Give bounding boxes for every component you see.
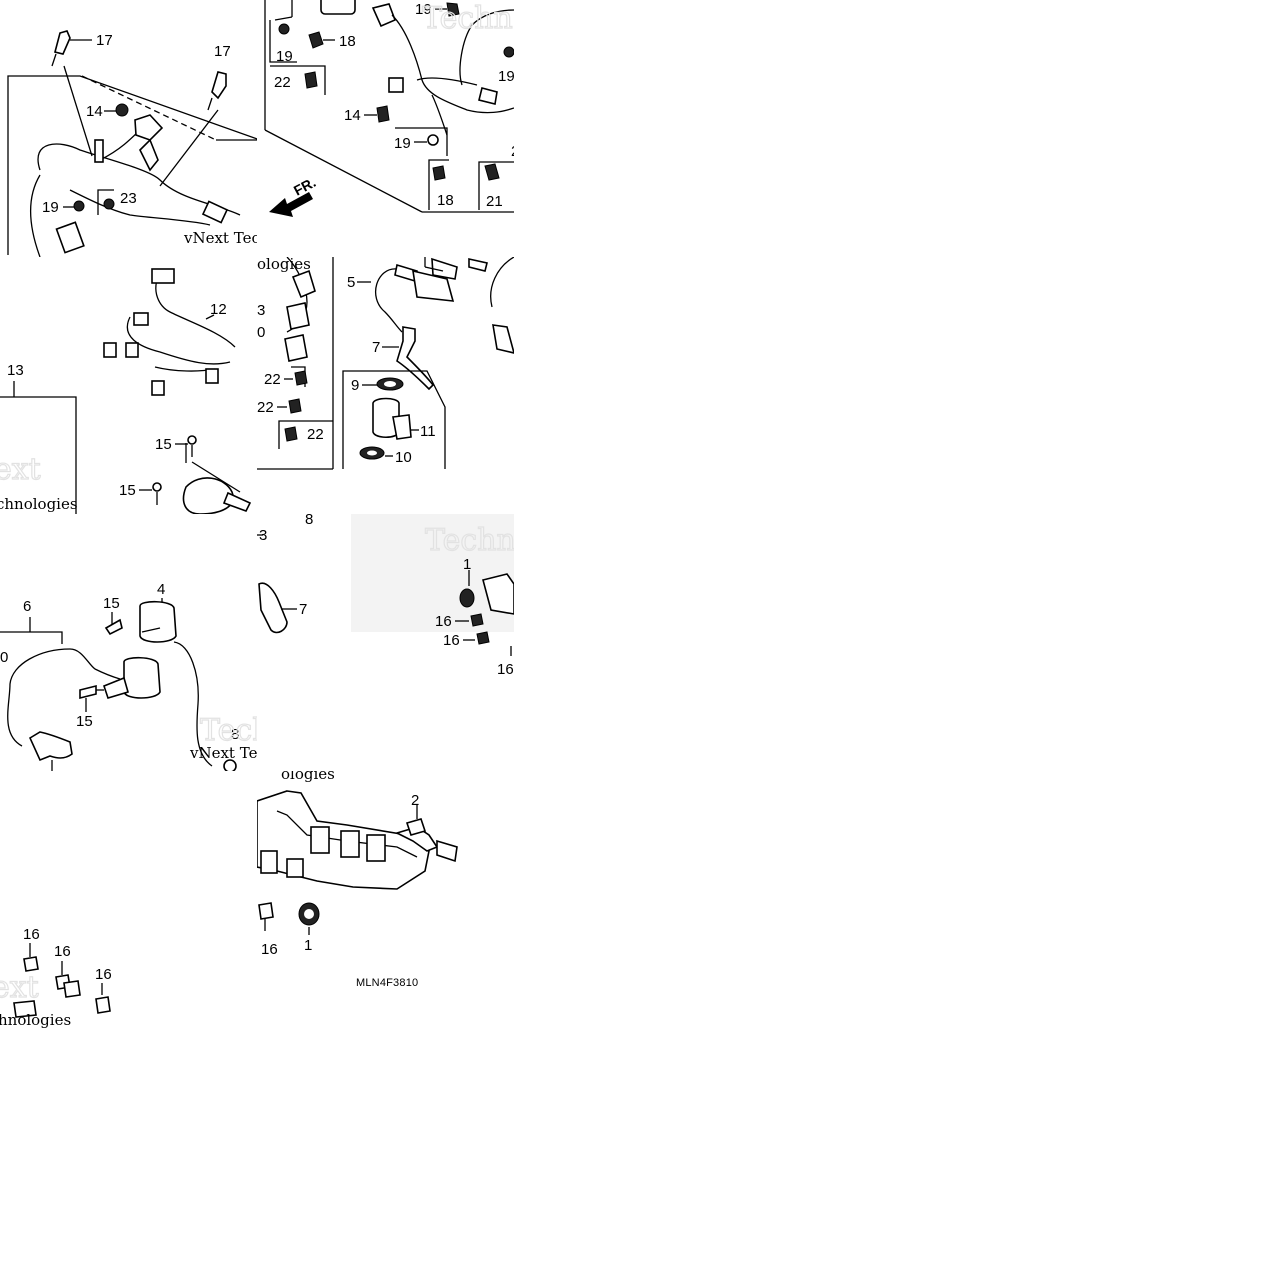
watermark-chnologies: chnologies xyxy=(0,495,78,513)
callout-partial-a: 3 xyxy=(257,302,265,319)
callout-1a: 1 xyxy=(463,556,471,573)
callout-5: 5 xyxy=(347,274,355,291)
callout-2: 2 xyxy=(411,792,419,809)
tile-ignition-coils: 6 0 15 4 15 8 vNext Te Techn xyxy=(0,514,257,771)
callout-21: 21 xyxy=(486,193,503,210)
callout-16c: 16 xyxy=(497,661,514,678)
direction-label: FR. xyxy=(291,174,318,199)
callout-3: 3 xyxy=(259,527,267,544)
callout-15d: 15 xyxy=(76,713,93,730)
tile-plug-caps: 3 0 ologies 22 22 22 5 7 xyxy=(257,257,514,514)
bracket-drawing: ologies 2 16 1 xyxy=(257,771,458,958)
callout-7a: 7 xyxy=(372,339,380,356)
callout-8a: 8 xyxy=(231,726,239,743)
watermark-ologies-2: ologies xyxy=(281,771,335,783)
callout-17a: 17 xyxy=(96,32,113,49)
watermark-vnext-1: vNext Tec xyxy=(183,229,257,247)
tile-brackets-top: 8 3 7 Techn 1 16 16 16 xyxy=(257,514,514,771)
tile-bracket: ologies 2 16 1 xyxy=(257,771,514,1028)
callout-0-left: 0 xyxy=(0,649,8,666)
callout-16e: 16 xyxy=(54,943,71,960)
callout-7b: 7 xyxy=(299,601,307,618)
connectors-drawing: 19 18 22 19 Techn 19 14 xyxy=(264,0,514,217)
brackets-top-drawing: 8 3 7 Techn 1 16 16 16 xyxy=(257,514,514,678)
watermark-vnext-2: vNext Te xyxy=(189,744,257,762)
tile-connectors: 19 18 22 19 Techn 19 14 xyxy=(257,0,514,257)
diagram-code: MLN4F3810 xyxy=(356,977,419,989)
callout-16d: 16 xyxy=(23,926,40,943)
callout-1b: 1 xyxy=(304,937,312,954)
callout-14: 14 xyxy=(86,103,103,120)
callout-18b: 18 xyxy=(437,192,454,209)
callout-9: 9 xyxy=(351,377,359,394)
callout-4: 4 xyxy=(157,581,165,598)
callout-15b: 15 xyxy=(119,482,136,499)
callout-19c: 19 xyxy=(415,1,432,18)
callout-10: 10 xyxy=(395,449,412,466)
callout-19a: 19 xyxy=(42,199,59,216)
callout-8-partial: 8 xyxy=(305,514,313,528)
callout-11: 11 xyxy=(420,423,436,440)
callout-14b: 14 xyxy=(344,107,361,124)
callout-19e: 19 xyxy=(394,135,411,152)
callout-22d: 22 xyxy=(307,426,324,443)
callout-16b: 16 xyxy=(443,632,460,649)
sub-harness-drawing: 12 13 15 15 ext chnologies xyxy=(0,268,252,514)
watermark-techn-3: Techn xyxy=(425,523,514,558)
callout-12: 12 xyxy=(210,301,227,318)
watermark-techn-1: Techn xyxy=(422,1,513,36)
tile-sub-harness: 12 13 15 15 ext chnologies xyxy=(0,257,257,514)
callout-15c: 15 xyxy=(103,595,120,612)
watermark-ext-2: ext xyxy=(0,970,39,1005)
tile-clips: 16 16 16 ext hnologies xyxy=(0,771,257,1028)
callout-19b: 19 xyxy=(276,48,293,65)
clips-drawing: 16 16 16 ext hnologies xyxy=(0,926,112,1028)
front-direction-arrow: FR. xyxy=(269,174,318,217)
watermark-ext: ext xyxy=(0,452,41,487)
callout-22c: 22 xyxy=(257,399,274,416)
callout-partial-0: 0 xyxy=(257,324,265,341)
main-harness-drawing: 17 17 14 19 23 xyxy=(7,30,257,257)
callout-16f: 16 xyxy=(95,966,112,983)
callout-16a: 16 xyxy=(435,613,452,630)
callout-22a: 22 xyxy=(274,74,291,91)
callout-18a: 18 xyxy=(339,33,356,50)
watermark-hnologies: hnologies xyxy=(0,1011,71,1028)
tile-main-harness: 17 17 14 19 23 xyxy=(0,0,257,257)
watermark-ologies: ologies xyxy=(257,257,311,273)
callout-22b: 22 xyxy=(264,371,281,388)
callout-6: 6 xyxy=(23,598,31,615)
ignition-coils-drawing: 6 0 15 4 15 8 vNext Te Techn xyxy=(0,581,257,771)
callout-19d: 19 xyxy=(498,68,514,85)
callout-16g: 16 xyxy=(261,941,278,958)
callout-2-partial: 2 xyxy=(511,143,514,160)
watermark-techn-2: Techn xyxy=(200,713,257,748)
callout-17b: 17 xyxy=(214,43,231,60)
plug-caps-drawing: 3 0 ologies 22 22 22 5 7 xyxy=(257,257,514,470)
callout-15a: 15 xyxy=(155,436,172,453)
callout-23: 23 xyxy=(120,190,137,207)
callout-13: 13 xyxy=(7,362,24,379)
